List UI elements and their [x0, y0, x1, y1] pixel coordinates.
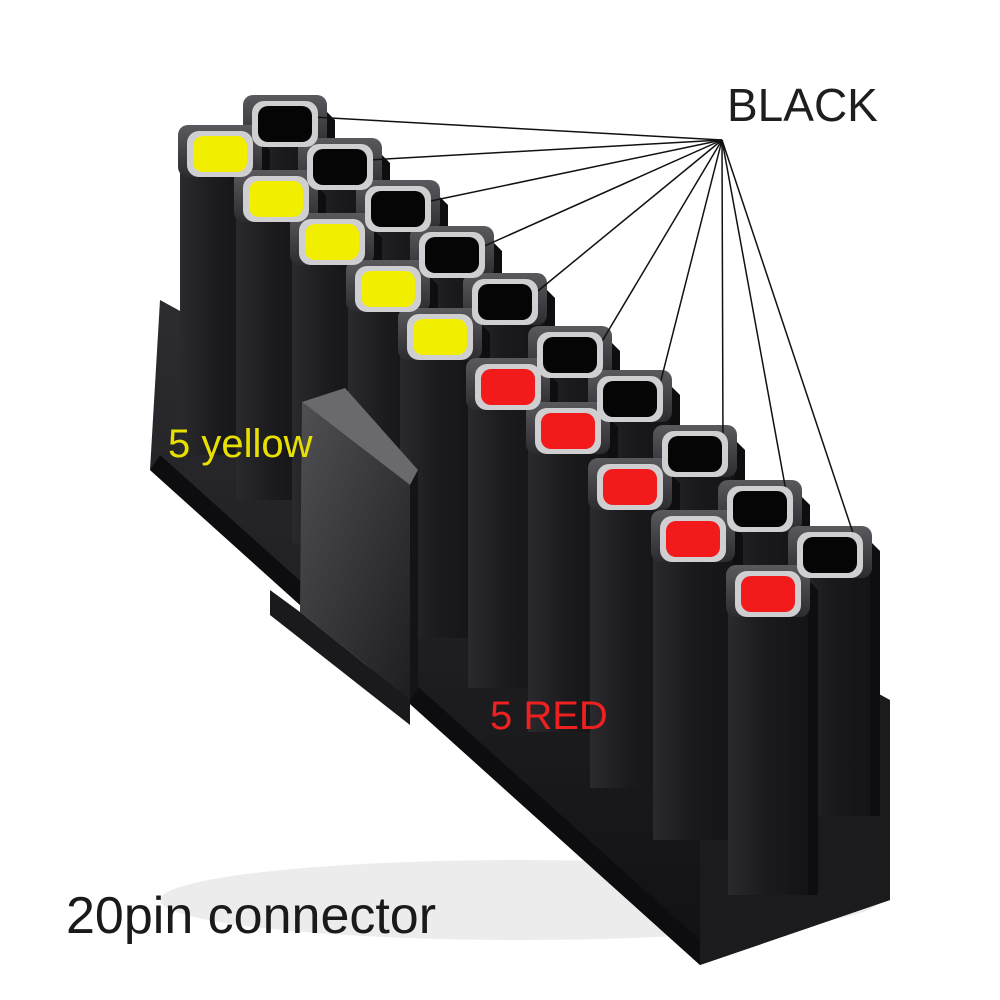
black-pin-cavity	[419, 232, 485, 278]
leader-line	[532, 139, 723, 296]
red-pin-cavity	[475, 364, 541, 410]
red-pin-cavity	[660, 516, 726, 562]
leader-line	[425, 139, 723, 203]
yellow-pin-cavity	[187, 131, 253, 177]
yellow-pin-cavity	[355, 266, 421, 312]
black-pin-cavity	[365, 186, 431, 232]
black-pin-cavity	[252, 101, 318, 147]
leader-line	[312, 116, 723, 141]
leader-line	[721, 139, 724, 448]
locking-latch	[270, 388, 418, 725]
black-pin-cavity	[307, 144, 373, 190]
yellow-pins-label: 5 yellow	[168, 422, 313, 466]
pin-housing-towers	[178, 95, 880, 895]
yellow-pin-cavity	[299, 219, 365, 265]
black-pins-label: BLACK	[727, 79, 878, 131]
black-pin-cavity	[597, 376, 663, 422]
pin-cavities	[187, 101, 863, 617]
black-label-leader-lines	[312, 116, 859, 549]
black-pin-cavity	[472, 279, 538, 325]
red-pin-cavity	[535, 408, 601, 454]
yellow-pin-cavity	[243, 176, 309, 222]
yellow-pin-cavity	[407, 314, 473, 360]
connector-title-caption: 20pin connector	[66, 887, 437, 945]
black-pin-cavity	[727, 486, 793, 532]
red-pin-cavity	[735, 571, 801, 617]
leader-line	[657, 139, 723, 393]
leader-line	[597, 139, 723, 349]
leader-line	[479, 139, 723, 249]
black-pin-cavity	[797, 532, 863, 578]
red-pins-label: 5 RED	[490, 694, 608, 738]
red-pin-cavity	[597, 464, 663, 510]
black-pin-cavity	[537, 332, 603, 378]
black-pin-cavity	[662, 431, 728, 477]
leader-line	[721, 139, 859, 549]
leader-line	[367, 139, 723, 161]
leader-line	[721, 139, 789, 503]
